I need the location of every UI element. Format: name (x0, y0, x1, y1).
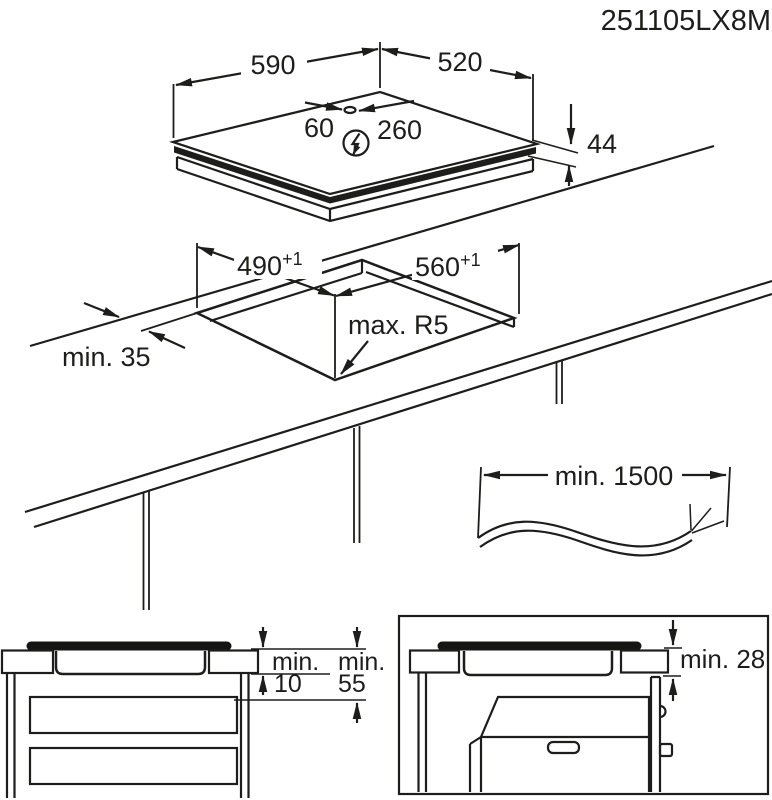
model-number: 251105LX8M (601, 5, 771, 37)
table-leg-front-right (353, 426, 361, 543)
hob-body-sides (175, 157, 535, 221)
oven-hinge-bump (659, 704, 667, 719)
cutout-width-tolerance: +1 (460, 250, 481, 270)
clearance-10-min-label: min. (272, 648, 319, 676)
cable-wire-strands (689, 503, 725, 534)
hob-glass-outline (169, 90, 541, 196)
worktop-cutout-drawing: min. 35 490+1 560+1 max. R5 (24, 144, 772, 610)
front-clearance-arrow-2 (148, 330, 186, 349)
worktop-left-section-2 (408, 649, 461, 674)
cabinet-side-panel-2 (417, 673, 428, 792)
oven-side-knob (658, 742, 674, 758)
oven-front-face (468, 736, 651, 792)
electrical-connection-icon (342, 129, 370, 157)
hob-width-dim: 590 (250, 50, 295, 80)
cable-entry-hole (343, 105, 357, 115)
cutout-width-dim: 560+1 (415, 250, 481, 282)
cable-hole-offset-left-dim: 60 (304, 113, 334, 143)
hob-depth-dim: 520 (437, 47, 482, 77)
cutout-corner-radius-label: max. R5 (348, 310, 449, 340)
cable-length-dim: min. 1500 (555, 461, 674, 491)
cable-hole-offset-right-dim: 260 (377, 115, 422, 145)
cabinet-side-panels (5, 674, 250, 798)
cutout-front-clearance-label: min. 35 (62, 342, 151, 372)
hob-glass-edge-left (174, 146, 330, 204)
oven-installation-section: min. 28 (397, 614, 770, 796)
hob-body-section-2 (462, 651, 614, 677)
mains-cable-drawing: min. 1500 (477, 461, 731, 557)
oven-handle-slot (546, 740, 581, 755)
worktop-right-section (207, 649, 260, 675)
hob-glass-edge-right (330, 147, 536, 204)
corner-radius-arrow (340, 340, 369, 375)
cable-length-ticks (477, 466, 731, 539)
table-leg-front-left (142, 491, 150, 610)
cutout-front-extension (140, 312, 198, 332)
cable-hole-offset-left-arrow (304, 101, 343, 111)
hob-height-dim: 44 (587, 129, 617, 159)
worktop-right-section-2 (619, 649, 670, 674)
oven-top-face (479, 695, 651, 739)
drawer-lower (28, 746, 239, 786)
hob-dim-extension-lines (172, 42, 534, 140)
cutout-depth-value: 490 (237, 251, 282, 281)
cutout-depth-tolerance: +1 (282, 249, 303, 269)
drawer-installation-section: min. 10 min. 55 (0, 627, 385, 798)
cutout-depth-dim: 490+1 (237, 249, 303, 281)
front-clearance-arrow-1 (83, 301, 120, 319)
cutout-depth-extension-lines (196, 243, 336, 378)
hob-depth-label-bg (430, 49, 490, 74)
oven-side-panel (649, 675, 662, 792)
clearance-55-value: 55 (338, 670, 366, 698)
oven-clearance-label: min. 28 (680, 644, 765, 674)
lightning-bolt-icon (350, 132, 361, 155)
hob-isometric-drawing: 60 260 590 520 44 (169, 42, 617, 223)
cable-hole-offset-right-arrow (358, 99, 415, 113)
worktop-left-section (0, 649, 55, 675)
clearance-extension-lines (234, 648, 366, 701)
power-symbol-circle (342, 129, 370, 157)
worktop-front-edge (24, 279, 772, 529)
drawer-upper (28, 695, 239, 735)
hob-body-section (54, 651, 207, 676)
cutout-depth-label-bg (234, 249, 322, 279)
cutout-width-label-bg (412, 250, 498, 280)
oven-section-border (397, 614, 770, 796)
clearance-10-value: 10 (274, 670, 302, 698)
hob-width-label-bg (241, 51, 307, 77)
cable-curve-bottom (479, 529, 693, 557)
cutout-width-value: 560 (415, 252, 460, 282)
oven-clearance-extension-lines (663, 647, 682, 677)
cable-curve-top (477, 520, 692, 548)
clearance-55-min-label: min. (338, 648, 385, 676)
table-leg-back (555, 360, 563, 404)
